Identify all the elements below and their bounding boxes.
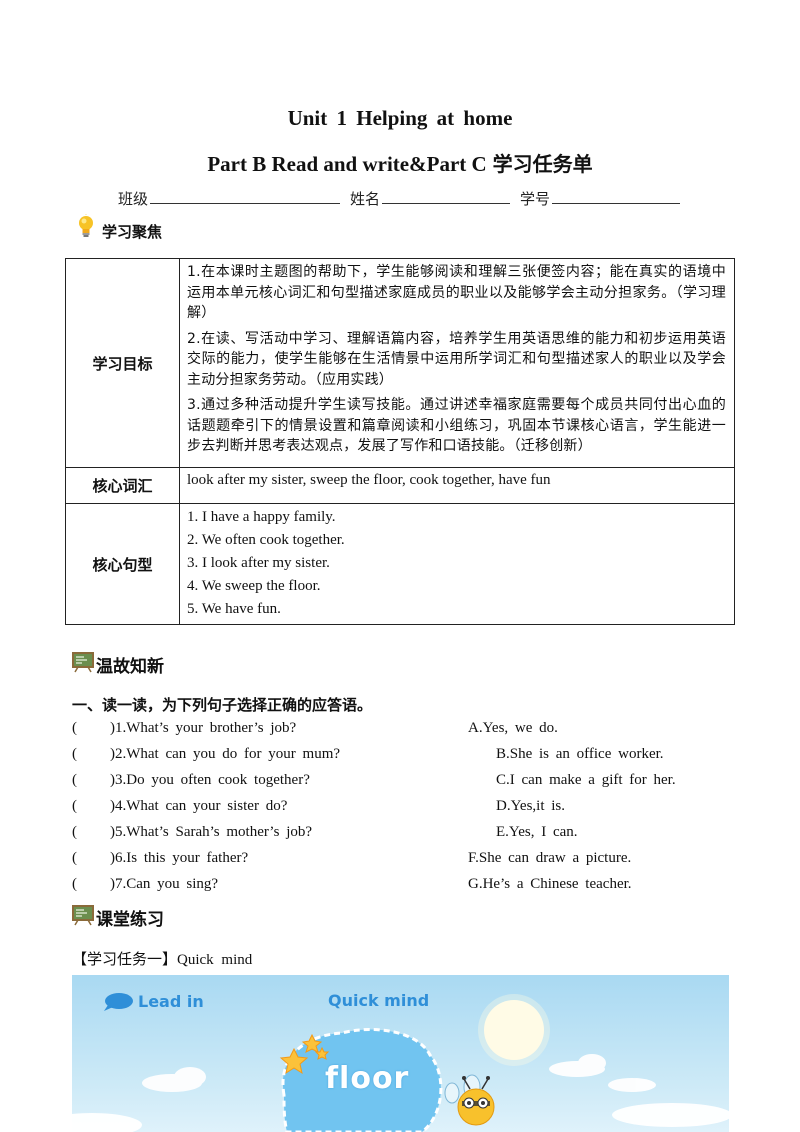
- class-label: 班级: [118, 190, 149, 208]
- answer-option: D.Yes,it is.: [496, 798, 565, 814]
- question-row: ( )2.What can you do for your mum? B.She…: [72, 744, 732, 770]
- cloud-icon: [549, 1054, 656, 1092]
- lead-in-text: Lead in: [138, 991, 204, 1011]
- answer-option: A.Yes, we do.: [468, 720, 558, 736]
- bee-icon: [444, 1074, 495, 1126]
- answer-option: F.She can draw a picture.: [468, 850, 632, 866]
- lead-in-label: Lead in: [104, 991, 204, 1011]
- review-heading-text: 温故知新: [96, 657, 164, 677]
- lead-in-slide-image: Lead in Quick mind floor: [72, 975, 729, 1132]
- question-row: ( )1.What’s your brother’s job? A.Yes, w…: [72, 718, 732, 744]
- focus-heading-text: 学习聚焦: [102, 223, 163, 241]
- task-label-cn: 【学习任务一】: [72, 950, 178, 968]
- class-field[interactable]: [150, 189, 341, 204]
- lightbulb-icon: [79, 213, 93, 237]
- answer-blank[interactable]: (: [72, 772, 77, 788]
- answer-blank[interactable]: (: [72, 746, 77, 762]
- answer-blank[interactable]: (: [72, 824, 77, 840]
- name-label: 姓名: [350, 190, 381, 208]
- question-row: ( )7.Can you sing? G.He’s a Chinese teac…: [72, 874, 732, 900]
- question-row: ( )3.Do you often cook together? C.I can…: [72, 770, 732, 796]
- question-text: )2.What can you do for your mum?: [110, 746, 341, 762]
- answer-blank[interactable]: (: [72, 720, 77, 736]
- cloud-icon: [72, 1103, 729, 1132]
- question-row: ( )4.What can your sister do? D.Yes,it i…: [72, 796, 732, 822]
- flash-word: floor: [325, 1061, 410, 1096]
- goals-label: 学习目标: [65, 258, 180, 468]
- chalkboard-icon: [72, 651, 94, 672]
- vocab-row: 核心词汇 look after my sister, sweep the flo…: [65, 467, 735, 504]
- vocab-content: look after my sister, sweep the floor, c…: [179, 467, 735, 504]
- star-icon: [279, 1033, 330, 1075]
- goals-content: 1.在本课时主题图的帮助下，学生能够阅读和理解三张便签内容；能在真实的语境中运用…: [179, 258, 735, 468]
- speech-cloud-icon: [104, 993, 133, 1011]
- question-text: )5.What’s Sarah’s mother’s job?: [110, 824, 313, 840]
- answer-blank[interactable]: (: [72, 876, 77, 892]
- focus-heading: 学习聚焦: [76, 213, 162, 242]
- task-label-en: Quick mind: [177, 952, 253, 968]
- sentence-item: 5. We have fun.: [187, 601, 281, 617]
- matching-question-list: ( )1.What’s your brother’s job? A.Yes, w…: [72, 718, 732, 900]
- answer-option: B.She is an office worker.: [496, 746, 664, 762]
- quick-mind-label: Quick mind: [328, 991, 430, 1010]
- vocab-label: 核心词汇: [65, 467, 180, 504]
- review-heading: 温故知新: [72, 646, 164, 677]
- question-row: ( )5.What’s Sarah’s mother’s job? E.Yes,…: [72, 822, 732, 848]
- task-label: 【学习任务一】Quick mind: [72, 948, 252, 969]
- sentence-item: 3. I look after my sister.: [187, 555, 330, 571]
- sentences-label: 核心句型: [65, 503, 180, 625]
- answer-option: G.He’s a Chinese teacher.: [468, 876, 632, 892]
- question-text: )1.What’s your brother’s job?: [110, 720, 297, 736]
- sentence-item: 2. We often cook together.: [187, 532, 345, 548]
- chalkboard-icon: [72, 904, 94, 925]
- goal-item: 1.在本课时主题图的帮助下，学生能够阅读和理解三张便签内容；能在真实的语境中运用…: [187, 264, 726, 321]
- answer-blank[interactable]: (: [72, 850, 77, 866]
- sentences-content: 1. I have a happy family. 2. We often co…: [179, 503, 735, 625]
- question-title: 一、读一读，为下列句子选择正确的应答语。: [72, 696, 373, 714]
- id-label: 学号: [520, 190, 551, 208]
- answer-option: E.Yes, I can.: [496, 824, 578, 840]
- sentences-row: 核心句型 1. I have a happy family. 2. We oft…: [65, 503, 735, 625]
- practice-heading-text: 课堂练习: [96, 910, 164, 930]
- slide-background-art: [72, 994, 729, 1132]
- cloud-icon: [142, 1067, 206, 1092]
- student-info-row: 班级 姓名 学号: [118, 188, 690, 209]
- sentence-item: 4. We sweep the floor.: [187, 578, 321, 594]
- name-field[interactable]: [382, 189, 511, 204]
- answer-option: C.I can make a gift for her.: [496, 772, 676, 788]
- question-text: )6.Is this your father?: [110, 850, 249, 866]
- page-title: Unit 1 Helping at home: [287, 106, 513, 130]
- answer-blank[interactable]: (: [72, 798, 77, 814]
- goal-item: 3.通过多种活动提升学生读写技能。通过讲述幸福家庭需要每个成员共同付出心血的话题…: [187, 397, 726, 454]
- subtitle-cn: 学习任务单: [492, 152, 593, 176]
- learning-focus-table: 学习目标 1.在本课时主题图的帮助下，学生能够阅读和理解三张便签内容；能在真实的…: [65, 258, 735, 625]
- id-field[interactable]: [552, 189, 681, 204]
- question-row: ( )6.Is this your father? F.She can draw…: [72, 848, 732, 874]
- practice-heading: 课堂练习: [72, 899, 164, 930]
- question-text: )7.Can you sing?: [110, 876, 219, 892]
- goal-item: 2.在读、写活动中学习、理解语篇内容，培养学生用英语思维的能力和初步运用英语交际…: [187, 330, 726, 388]
- sun-icon: [484, 1000, 544, 1060]
- goals-row: 学习目标 1.在本课时主题图的帮助下，学生能够阅读和理解三张便签内容；能在真实的…: [65, 258, 735, 468]
- sentence-item: 1. I have a happy family.: [187, 509, 336, 525]
- question-text: )3.Do you often cook together?: [110, 772, 310, 788]
- question-text: )4.What can your sister do?: [110, 798, 288, 814]
- subtitle-en: Part B Read and write&Part C: [207, 152, 487, 176]
